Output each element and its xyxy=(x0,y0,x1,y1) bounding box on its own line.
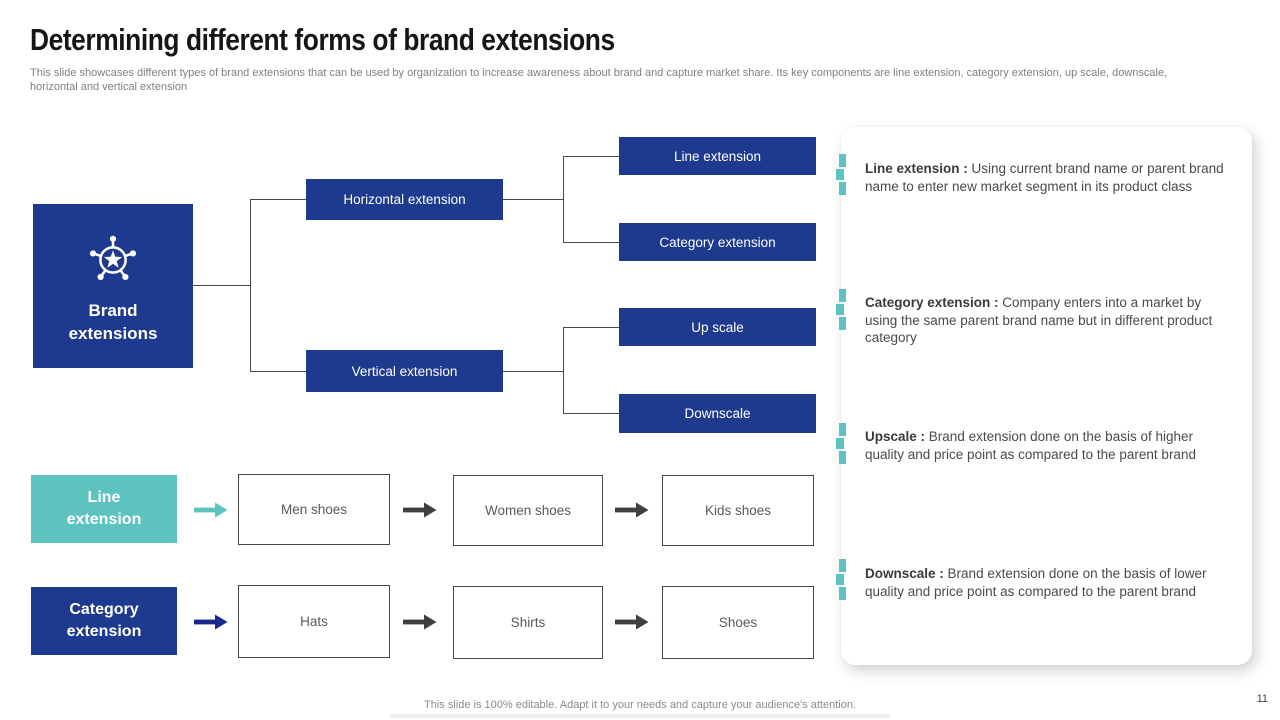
tree-node-vertical-extension: Vertical extension xyxy=(306,350,503,392)
flow-item: Women shoes xyxy=(453,475,603,546)
flow-item-label: Men shoes xyxy=(280,502,348,517)
tree-node-label: Vertical extension xyxy=(351,363,458,379)
connector-line xyxy=(563,327,619,328)
arrow-right-icon xyxy=(194,614,228,630)
definition-marker xyxy=(836,154,847,195)
definition-term: Upscale : xyxy=(865,429,926,444)
slide-subtitle: This slide showcases different types of … xyxy=(30,67,1168,94)
row-label-text: Category extension xyxy=(66,600,142,640)
definition-text: Using current brand name or parent brand… xyxy=(865,161,1224,194)
connector-line xyxy=(250,199,306,200)
flow-item-label: Women shoes xyxy=(484,503,572,518)
definition-marker xyxy=(836,559,847,600)
connector-line xyxy=(503,371,563,372)
page-title: Determining different forms of brand ext… xyxy=(30,22,615,57)
flow-item: Kids shoes xyxy=(662,475,814,546)
tree-root-label: Brand extensions xyxy=(68,300,158,343)
connector-line xyxy=(250,199,251,371)
row-label-line-extension: Line extension xyxy=(31,475,177,543)
definition-line-extension: Line extension : Using current brand nam… xyxy=(865,160,1225,195)
flow-item-label: Kids shoes xyxy=(704,503,772,518)
definition-text: Brand extension done on the basis of hig… xyxy=(865,429,1196,462)
flow-item: Shoes xyxy=(662,586,814,659)
connector-line xyxy=(503,199,563,200)
footer-note: This slide is 100% editable. Adapt it to… xyxy=(424,699,856,711)
tree-node-downscale: Downscale xyxy=(619,394,816,433)
definition-category-extension: Category extension : Company enters into… xyxy=(865,294,1225,347)
tree-node-up-scale: Up scale xyxy=(619,308,816,346)
tree-root-brand-extensions: Brand extensions xyxy=(33,204,193,368)
connector-line xyxy=(563,156,564,242)
tree-node-category-extension: Category extension xyxy=(619,223,816,261)
row-label-category-extension: Category extension xyxy=(31,587,177,655)
tree-node-label: Line extension xyxy=(673,148,762,164)
definitions-card: Line extension : Using current brand nam… xyxy=(841,127,1252,665)
connector-line xyxy=(563,413,619,414)
flow-item: Men shoes xyxy=(238,474,390,545)
arrow-right-icon xyxy=(615,502,649,518)
arrow-right-icon xyxy=(403,614,437,630)
connector-line xyxy=(563,242,619,243)
definition-downscale: Downscale : Brand extension done on the … xyxy=(865,565,1225,600)
connector-line xyxy=(193,285,250,286)
flow-item-label: Hats xyxy=(300,614,328,629)
definition-upscale: Upscale : Brand extension done on the ba… xyxy=(865,428,1225,463)
arrow-right-icon xyxy=(403,502,437,518)
arrow-right-icon xyxy=(615,614,649,630)
tree-node-line-extension: Line extension xyxy=(619,137,816,175)
star-badge-icon xyxy=(82,227,144,294)
row-label-text: Line extension xyxy=(66,488,142,528)
flow-item-label: Shirts xyxy=(510,615,546,630)
arrow-right-icon xyxy=(194,502,228,518)
tree-node-horizontal-extension: Horizontal extension xyxy=(306,179,503,220)
definition-marker xyxy=(836,289,847,330)
definition-term: Category extension : xyxy=(865,295,999,310)
definition-term: Line extension : xyxy=(865,161,968,176)
definition-term: Downscale : xyxy=(865,566,944,581)
connector-line xyxy=(563,327,564,413)
definition-text: Brand extension done on the basis of low… xyxy=(865,566,1207,599)
tree-node-label: Downscale xyxy=(684,406,751,421)
flow-item-label: Shoes xyxy=(718,615,758,630)
flow-item: Hats xyxy=(238,585,390,658)
flow-item: Shirts xyxy=(453,586,603,659)
tree-node-label: Horizontal extension xyxy=(343,192,466,207)
connector-line xyxy=(563,156,619,157)
definition-text: Company enters into a market by using th… xyxy=(865,295,1213,345)
tree-node-label: Up scale xyxy=(691,319,744,335)
definition-marker xyxy=(836,423,847,464)
tree-node-label: Category extension xyxy=(659,234,776,250)
connector-line xyxy=(250,371,306,372)
page-number: 11 xyxy=(1256,693,1268,705)
footer-underline xyxy=(390,714,890,718)
